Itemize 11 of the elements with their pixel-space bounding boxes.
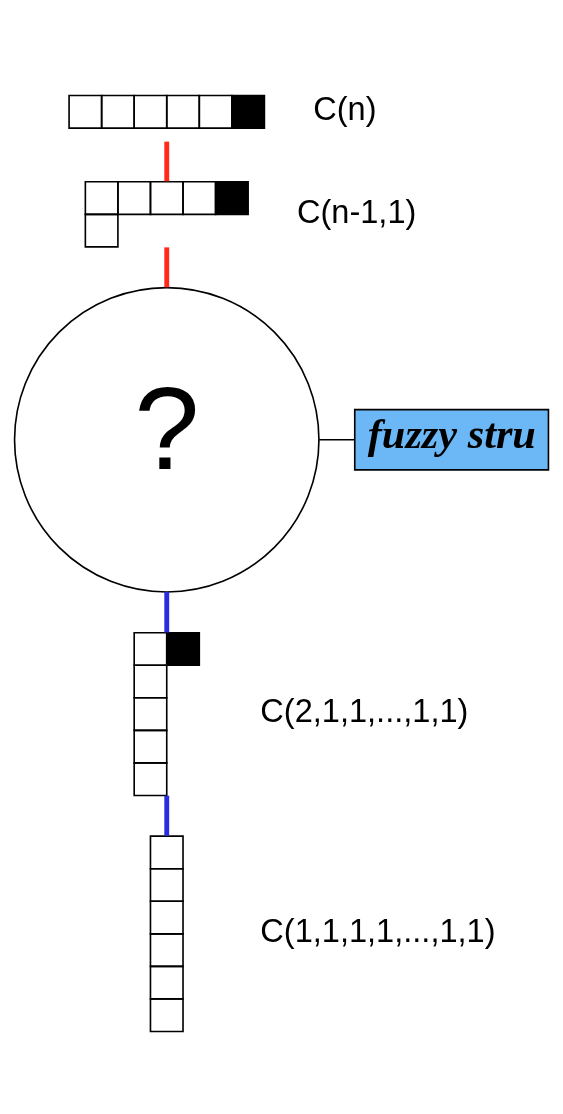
node-label: C(n) (313, 90, 377, 127)
connector (164, 247, 170, 288)
node-label: C(2,1,1,...,1,1) (260, 693, 469, 730)
connector (164, 592, 170, 633)
connector (318, 439, 356, 441)
connector (164, 795, 170, 836)
connector (164, 141, 170, 182)
node-box: fuzzy stru (353, 408, 550, 471)
node-label: C(n-1,1) (296, 193, 417, 230)
node-label: C(1,1,1,1,...,1,1) (260, 912, 496, 949)
node-circle: ? (13, 286, 320, 593)
